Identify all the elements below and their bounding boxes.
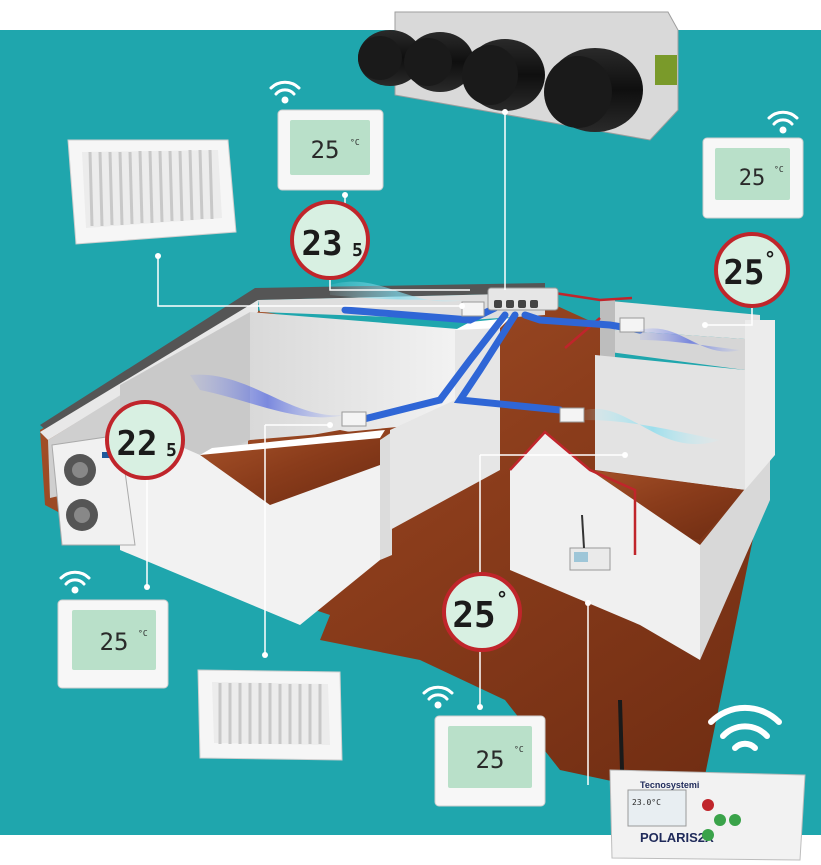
airflow-left: [190, 374, 345, 418]
callout-dots: [144, 109, 708, 710]
wifi-icon: [767, 110, 799, 134]
zone-badge-25-top-right: 25 °: [714, 232, 790, 308]
airflow-top-right: [640, 328, 740, 352]
wifi-icon: [422, 685, 454, 709]
thermostat-unit: °C: [350, 138, 360, 147]
thermostat-top-right: 25 °C: [702, 137, 804, 219]
zone-temp-main: 23: [302, 224, 343, 264]
zone-temp-decimal: 5: [166, 440, 177, 461]
controller-screen-reading: 23.0°C: [632, 798, 661, 807]
plenum-outlets: [494, 300, 538, 308]
zone-badge-25-bottom: 25 °: [442, 572, 522, 652]
airflow-top: [330, 281, 465, 302]
room-right-outer: [700, 455, 770, 660]
zone-temp-main: 25: [452, 595, 495, 636]
wifi-icon: [269, 80, 301, 104]
zone-temp-main: 25: [724, 253, 765, 293]
zone-outline-top: [547, 290, 633, 302]
zone-temp-main: 22: [117, 424, 158, 464]
corridor-wall: [390, 320, 500, 530]
room-right-front: [510, 432, 700, 660]
controller-model: POLARIS2X: [640, 830, 714, 845]
diffuser-right: [559, 407, 585, 423]
wifi-icon: [708, 704, 782, 751]
diffuser-top-right: [619, 317, 645, 333]
duct-network: [341, 304, 644, 424]
thermostat-unit: °C: [514, 745, 524, 754]
thermostat-reading: 25: [100, 628, 129, 656]
zone-badge-23-5: 23 5: [290, 200, 370, 280]
motorized-plenum: [358, 11, 679, 141]
zone-outline-right: [509, 430, 637, 555]
grille-bottom: [197, 669, 343, 761]
thermostat-bottom: 25 °C: [434, 715, 546, 807]
room-left-right-edge: [380, 432, 392, 560]
zone-badge-22-5: 22 5: [105, 400, 185, 480]
zone-temp-decimal: °: [764, 247, 776, 271]
polaris-controller: 23.0°C Tecnosystemi POLARIS2X: [609, 699, 806, 861]
thermostat-top-center: 25 °C: [277, 109, 384, 191]
room-right-backwall: [595, 355, 745, 490]
controller-brand: Tecnosystemi: [640, 780, 699, 790]
thermostat-reading: 25: [739, 166, 766, 191]
zone-temp-decimal: 5: [352, 240, 363, 261]
distribution-plenum: [487, 287, 559, 311]
wall-controller: [569, 514, 611, 571]
diffuser-top: [461, 301, 485, 317]
diffuser-left: [341, 411, 367, 427]
room-top-right-side: [600, 300, 615, 365]
zone-temp-decimal: °: [496, 587, 508, 611]
thermostat-unit: °C: [138, 629, 148, 638]
thermostat-reading: 25: [476, 746, 505, 774]
thermostat-left: 25 °C: [57, 599, 169, 689]
thermostat-unit: °C: [774, 165, 784, 174]
grille-top-left: [67, 139, 237, 245]
thermostat-reading: 25: [311, 136, 340, 164]
wifi-icon: [59, 570, 91, 594]
room-left-front-wall: [120, 420, 380, 625]
right-exterior-wall: [745, 320, 775, 490]
room-left-front-top: [200, 430, 385, 455]
airflow-right: [585, 408, 720, 445]
